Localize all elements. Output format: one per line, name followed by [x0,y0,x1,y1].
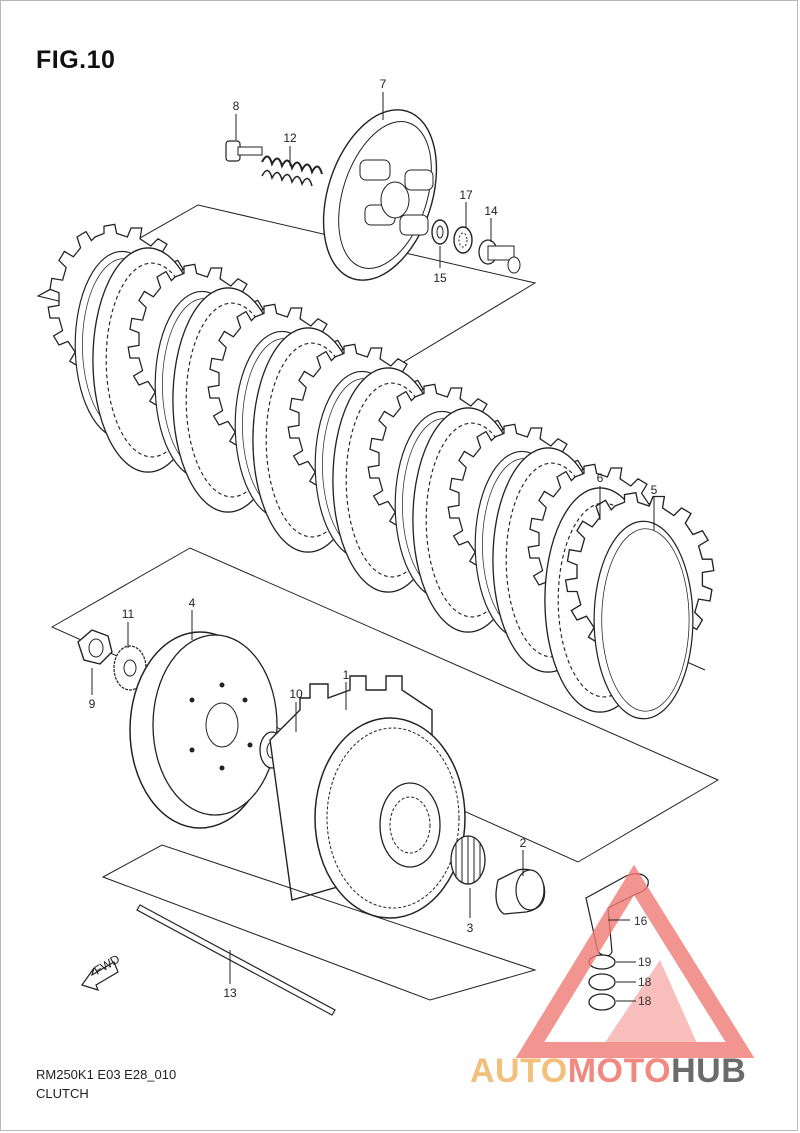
ref-17: 17 [459,188,473,202]
model-code: RM250K1 E03 E28_010 [36,1067,177,1082]
part-reference-numbers: 7 8 12 17 14 15 6 5 4 11 9 10 1 2 3 13 1… [89,77,658,1008]
figure-title: FIG.10 [36,46,116,74]
watermark-logo [515,864,755,1058]
forward-arrow-icon: FWD [81,952,122,991]
ref-1: 1 [343,668,350,682]
clutch-hub-housing-group [50,547,720,919]
ref-8: 8 [233,99,240,113]
ref-2: 2 [520,836,527,850]
ref-7: 7 [380,77,387,91]
leader-lines [91,92,655,1002]
ref-16: 16 [634,914,648,928]
ref-19: 19 [638,955,652,969]
brand-part-moto: MOTO [567,1052,672,1090]
ref-9: 9 [89,697,96,711]
ref-15: 15 [433,271,447,285]
ref-3: 3 [467,921,474,935]
ref-12: 12 [283,131,297,145]
ref-4: 4 [189,596,196,610]
watermark-brand: AUTOMOTOHUB [470,1052,746,1091]
ref-11: 11 [122,607,135,621]
ref-18-b: 18 [638,994,652,1008]
figure-caption: CLUTCH [36,1086,89,1101]
ref-10: 10 [289,687,303,701]
ref-13: 13 [223,986,237,1000]
push-rod [101,844,537,1016]
clutch-plate-stack [37,223,715,720]
ref-5: 5 [651,483,658,497]
ref-14: 14 [484,204,498,218]
ref-18-a: 18 [638,975,652,989]
ref-6: 6 [597,471,604,485]
brand-part-auto: AUTO [470,1052,568,1090]
brand-part-hub: HUB [671,1052,747,1090]
